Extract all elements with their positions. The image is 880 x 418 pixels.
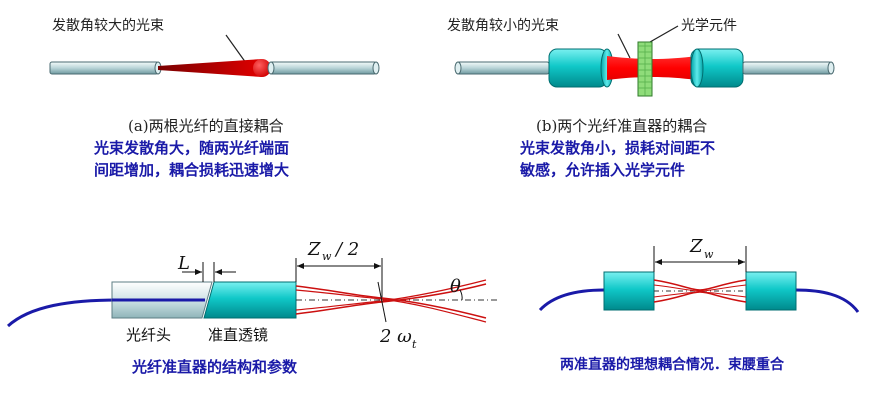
panel-c-lens-label: 准直透镜 — [208, 326, 268, 344]
panel-c-collimating-lens — [203, 281, 297, 319]
panel-b-caption: (b)两个光纤准直器的耦合 — [536, 117, 707, 135]
panel-a-caption: (a)两根光纤的直接耦合 — [128, 117, 284, 135]
panel-d-zw-symbol: Z — [689, 236, 703, 257]
panel-a-beam-spot — [253, 59, 271, 77]
panel-c-waist-subscript: t — [412, 338, 417, 351]
panel-c-fiber-head-label: 光纤头 — [126, 326, 171, 344]
panel-a: 发散角较大的光束 (a)两根光纤的直接耦合 光束发散角大，随两光纤端面 间距增加… — [49, 18, 380, 179]
panel-c-waist-line — [377, 281, 387, 323]
panel-b-beam-leader — [617, 33, 631, 59]
panel-d-beam-lower — [653, 291, 747, 303]
panel-b-note-line1: 光束发散角小，损耗对间距不 — [519, 139, 715, 157]
panel-d: Z w 两准直器的理想耦合情况．束腰重合 — [538, 236, 860, 373]
panel-b-note-line2: 敏感，允许插入光学元件 — [519, 161, 685, 179]
panel-a-left-fiber — [49, 61, 162, 75]
panel-d-right-collimator — [745, 271, 797, 311]
panel-c-waist-symbol: 2 ω — [379, 326, 412, 347]
panel-a-divergent-beam — [158, 59, 262, 77]
panel-b-element-leader — [649, 25, 679, 43]
panel-a-note-line1: 光束发散角大，随两光纤端面 — [93, 139, 289, 157]
panel-c-fiber-cable — [6, 298, 119, 328]
panel-a-note-line2: 间距增加，耦合损耗迅速增大 — [94, 161, 289, 179]
panel-b-right-collimator — [690, 48, 744, 88]
panel-a-label-leader — [225, 34, 247, 64]
panel-c-beam-upper-outer — [295, 285, 487, 319]
panel-c-caption: 光纤准直器的结构和参数 — [131, 358, 298, 376]
panel-d-left-cable — [538, 288, 605, 312]
panel-c-zw-symbol: Z — [307, 239, 321, 260]
panel-b-left-fiber — [456, 61, 550, 75]
panel-c-zw-subscript: w — [322, 250, 332, 263]
panel-b-element-label: 光学元件 — [681, 18, 737, 34]
panel-b-beam-label: 发散角较小的光束 — [447, 18, 559, 34]
panel-d-caption: 两准直器的理想耦合情况．束腰重合 — [560, 356, 785, 373]
panel-d-left-collimator — [603, 271, 655, 311]
panel-a-right-fiber — [267, 61, 380, 75]
panel-c: L Z w / 2 θ 2 ω t 光纤头 准直透镜 光纤准直器的结构和参数 — [6, 239, 500, 376]
panel-a-beam-label: 发散角较大的光束 — [52, 18, 164, 34]
panel-d-right-cable — [795, 288, 860, 313]
panel-d-beam-upper — [653, 279, 747, 291]
panel-c-gap-symbol: L — [177, 253, 190, 274]
panel-d-zw-subscript: w — [704, 248, 714, 261]
panel-c-theta-symbol: θ — [450, 276, 461, 297]
panel-b-left-collimator — [548, 48, 614, 88]
panel-b-right-fiber — [742, 61, 832, 75]
panel-c-fiber-head — [111, 281, 213, 319]
panel-c-theta-arc — [459, 289, 463, 301]
panel-c-zw-half: / 2 — [334, 239, 359, 260]
panel-b: 发散角较小的光束 光学元件 (b)两个光纤准直器的耦合 — [447, 18, 835, 179]
